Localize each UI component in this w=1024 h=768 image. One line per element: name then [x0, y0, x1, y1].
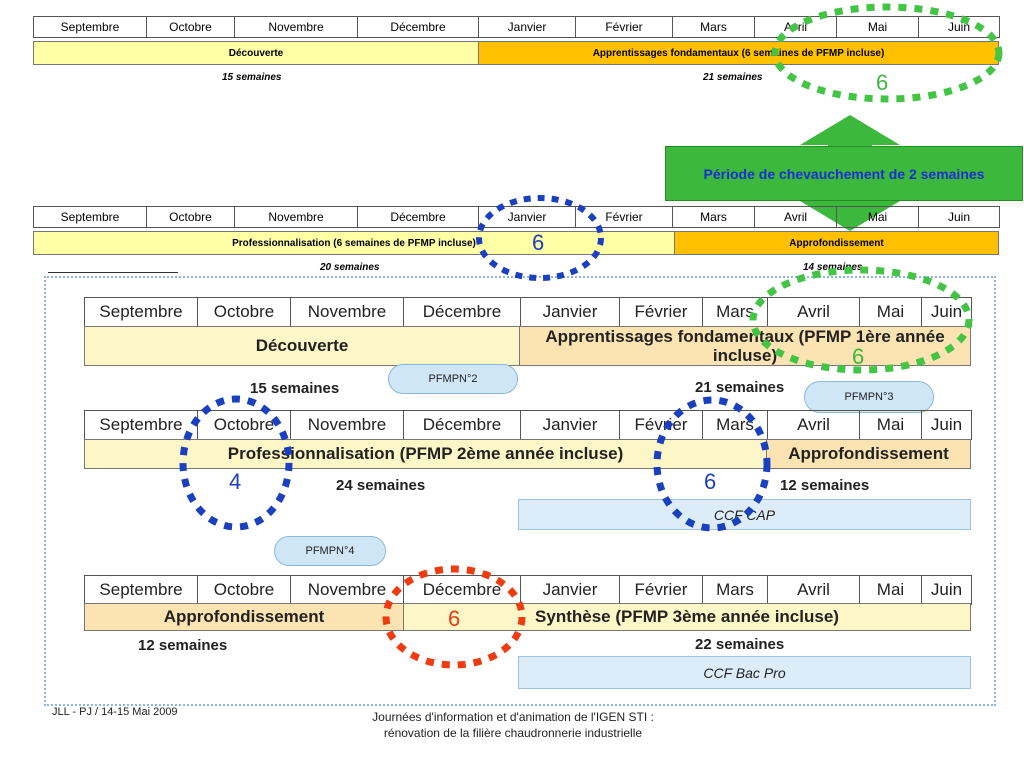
mark-green-year1: 6 [852, 344, 865, 369]
year2-month-9: Juin [921, 410, 972, 440]
top2-month-7: Avril [754, 206, 837, 228]
year1-decouverte-band: Découverte [84, 326, 520, 366]
year2-month-0: Septembre [84, 410, 198, 440]
year1-month-5: Février [619, 297, 703, 327]
year2-weeks-12: 12 semaines [780, 477, 870, 494]
year1-weeks-21: 21 semaines [695, 379, 785, 396]
blue-ellipse-top [476, 195, 604, 281]
year1-month-0: Septembre [84, 297, 198, 327]
footer-center: Journées d'information et d'animation de… [372, 710, 654, 740]
green-ellipse-year1 [749, 266, 973, 374]
cloud-pfmpn3: PFMPN°3 [804, 381, 934, 413]
top1-month-4: Janvier [478, 16, 576, 38]
top1-month-7: Avril [754, 16, 837, 38]
year2-month-6: Mars [702, 410, 768, 440]
top-decouverte-band: Découverte [33, 41, 479, 65]
top2-month-1: Octobre [146, 206, 235, 228]
top-weeks-15: 15 semaines [222, 72, 282, 83]
green-ellipse-top [771, 3, 1003, 103]
year1-apprentissages-band: Apprentissages fondamentaux (PFMP 1ère a… [519, 326, 971, 366]
mark-red-year3: 6 [448, 606, 461, 631]
footer-left: JLL - PJ / 14-15 Mai 2009 [52, 706, 178, 718]
top1-month-3: Décembre [357, 16, 479, 38]
year1-month-3: Décembre [403, 297, 521, 327]
year2-month-3: Décembre [403, 410, 521, 440]
year3-month-8: Mai [859, 575, 922, 605]
year2-month-8: Mai [859, 410, 922, 440]
top-weeks-20: 20 semaines [320, 262, 380, 273]
top2-month-9: Juin [918, 206, 1000, 228]
top1-month-2: Novembre [234, 16, 358, 38]
top1-month-6: Mars [672, 16, 755, 38]
year1-month-2: Novembre [290, 297, 404, 327]
year1-month-6: Mars [702, 297, 768, 327]
red-ellipse-year3 [382, 565, 526, 669]
overlap-label: Période de chevauchement de 2 semaines [665, 146, 1023, 201]
mark-blue-year2-right: 6 [704, 469, 717, 494]
top1-month-5: Février [575, 16, 673, 38]
ccf-bacpro-box: CCF Bac Pro [518, 656, 971, 689]
year2-month-4: Janvier [520, 410, 620, 440]
top2-month-4: Janvier [478, 206, 576, 228]
year1-month-4: Janvier [520, 297, 620, 327]
top-weeks-14: 14 semaines [803, 262, 863, 273]
mark-blue-top: 6 [532, 230, 545, 255]
year3-approfondissement-band: Approfondissement [84, 603, 404, 631]
year3-month-7: Avril [767, 575, 860, 605]
top2-month-2: Novembre [234, 206, 358, 228]
year2-weeks-24: 24 semaines [336, 477, 426, 494]
mark-blue-year2-left: 4 [229, 469, 242, 494]
top-weeks-21: 21 semaines [703, 72, 763, 83]
year1-month-9: Juin [921, 297, 972, 327]
year3-month-6: Mars [702, 575, 768, 605]
year1-weeks-15: 15 semaines [250, 380, 340, 397]
top2-month-8: Mai [836, 206, 919, 228]
year3-month-4: Janvier [520, 575, 620, 605]
top2-month-3: Décembre [357, 206, 479, 228]
top2-month-0: Septembre [33, 206, 147, 228]
top1-month-0: Septembre [33, 16, 147, 38]
year3-month-9: Juin [921, 575, 972, 605]
ccf-cap-box: CCF CAP [518, 499, 971, 530]
year2-month-2: Novembre [290, 410, 404, 440]
frame-top-line [48, 272, 178, 273]
cloud-pfmpn2: PFMPN°2 [388, 364, 518, 394]
top1-month-1: Octobre [146, 16, 235, 38]
year3-weeks-22: 22 semaines [695, 636, 785, 653]
year2-professionnalisation-band: Professionnalisation (PFMP 2ème année in… [84, 439, 767, 469]
year3-month-5: Février [619, 575, 703, 605]
top2-month-6: Mars [672, 206, 755, 228]
blue-ellipse-year2-right [653, 396, 771, 532]
cloud-pfmpn4: PFMPN°4 [274, 536, 386, 566]
top-approfondissement-band: Approfondissement [674, 231, 999, 255]
year2-approfondissement-band: Approfondissement [766, 439, 971, 469]
blue-ellipse-year2-left [179, 395, 293, 531]
year1-month-1: Octobre [197, 297, 291, 327]
year3-month-0: Septembre [84, 575, 198, 605]
year3-weeks-12: 12 semaines [138, 637, 228, 654]
top-apprentissages-band: Apprentissages fondamentaux (6 semaines … [478, 41, 999, 65]
year3-synthese-band: Synthèse (PFMP 3ème année incluse) [403, 603, 971, 631]
mark-green-top: 6 [876, 70, 889, 95]
year3-month-1: Octobre [197, 575, 291, 605]
year2-month-7: Avril [767, 410, 860, 440]
